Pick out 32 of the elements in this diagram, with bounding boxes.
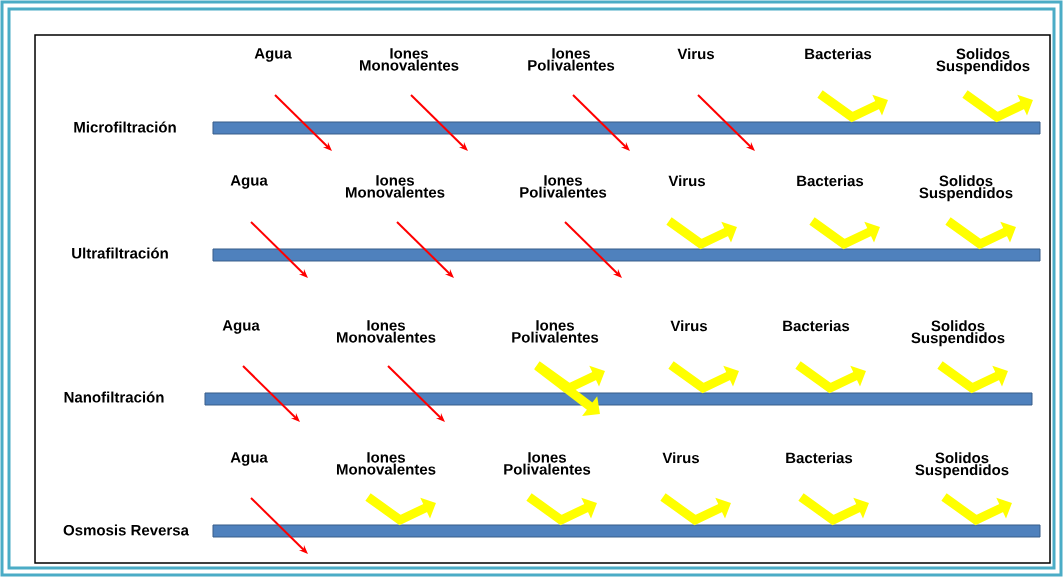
particle-label: Virus	[662, 452, 699, 464]
particle-label: Solidos Suspendidos	[936, 48, 1030, 75]
particle-label: Bacterias	[786, 452, 853, 464]
particle-label: Bacterias	[797, 175, 864, 187]
particle-label: Agua	[230, 452, 268, 466]
particle-label: Iones Monovalentes	[337, 320, 436, 343]
particle-label: Virus	[670, 320, 707, 332]
particle-label: Virus	[677, 48, 714, 60]
row-label: Nanofiltración	[64, 391, 164, 403]
particle-label: Solidos Suspendidos	[915, 452, 1009, 479]
row-label: Microfiltración	[74, 121, 176, 133]
particle-label: Iones Polivalentes	[528, 48, 615, 71]
particle-label: Agua	[222, 320, 260, 334]
particle-label: Iones Polivalentes	[512, 320, 599, 343]
membrane-bar	[212, 121, 1041, 135]
particle-label: Bacterias	[805, 48, 872, 60]
membrane-bar	[204, 392, 1033, 406]
particle-label: Agua	[230, 175, 268, 189]
row-label: Ultrafiltración	[72, 247, 168, 259]
particle-label: Iones Polivalentes	[504, 452, 591, 475]
particle-label: Iones Monovalentes	[337, 452, 436, 475]
membrane-bar	[212, 524, 1041, 538]
membrane-bar	[212, 248, 1041, 262]
row-label: Osmosis Reversa	[63, 524, 190, 536]
particle-label: Iones Monovalentes	[360, 48, 459, 71]
particle-label: Bacterias	[783, 320, 850, 332]
particle-label: Solidos Suspendidos	[919, 175, 1013, 202]
particle-label: Iones Monovalentes	[346, 175, 445, 198]
particle-label: Iones Polivalentes	[520, 175, 607, 198]
particle-label: Solidos Suspendidos	[911, 320, 1005, 347]
particle-label: Agua	[254, 48, 292, 62]
particle-label: Virus	[668, 175, 705, 187]
